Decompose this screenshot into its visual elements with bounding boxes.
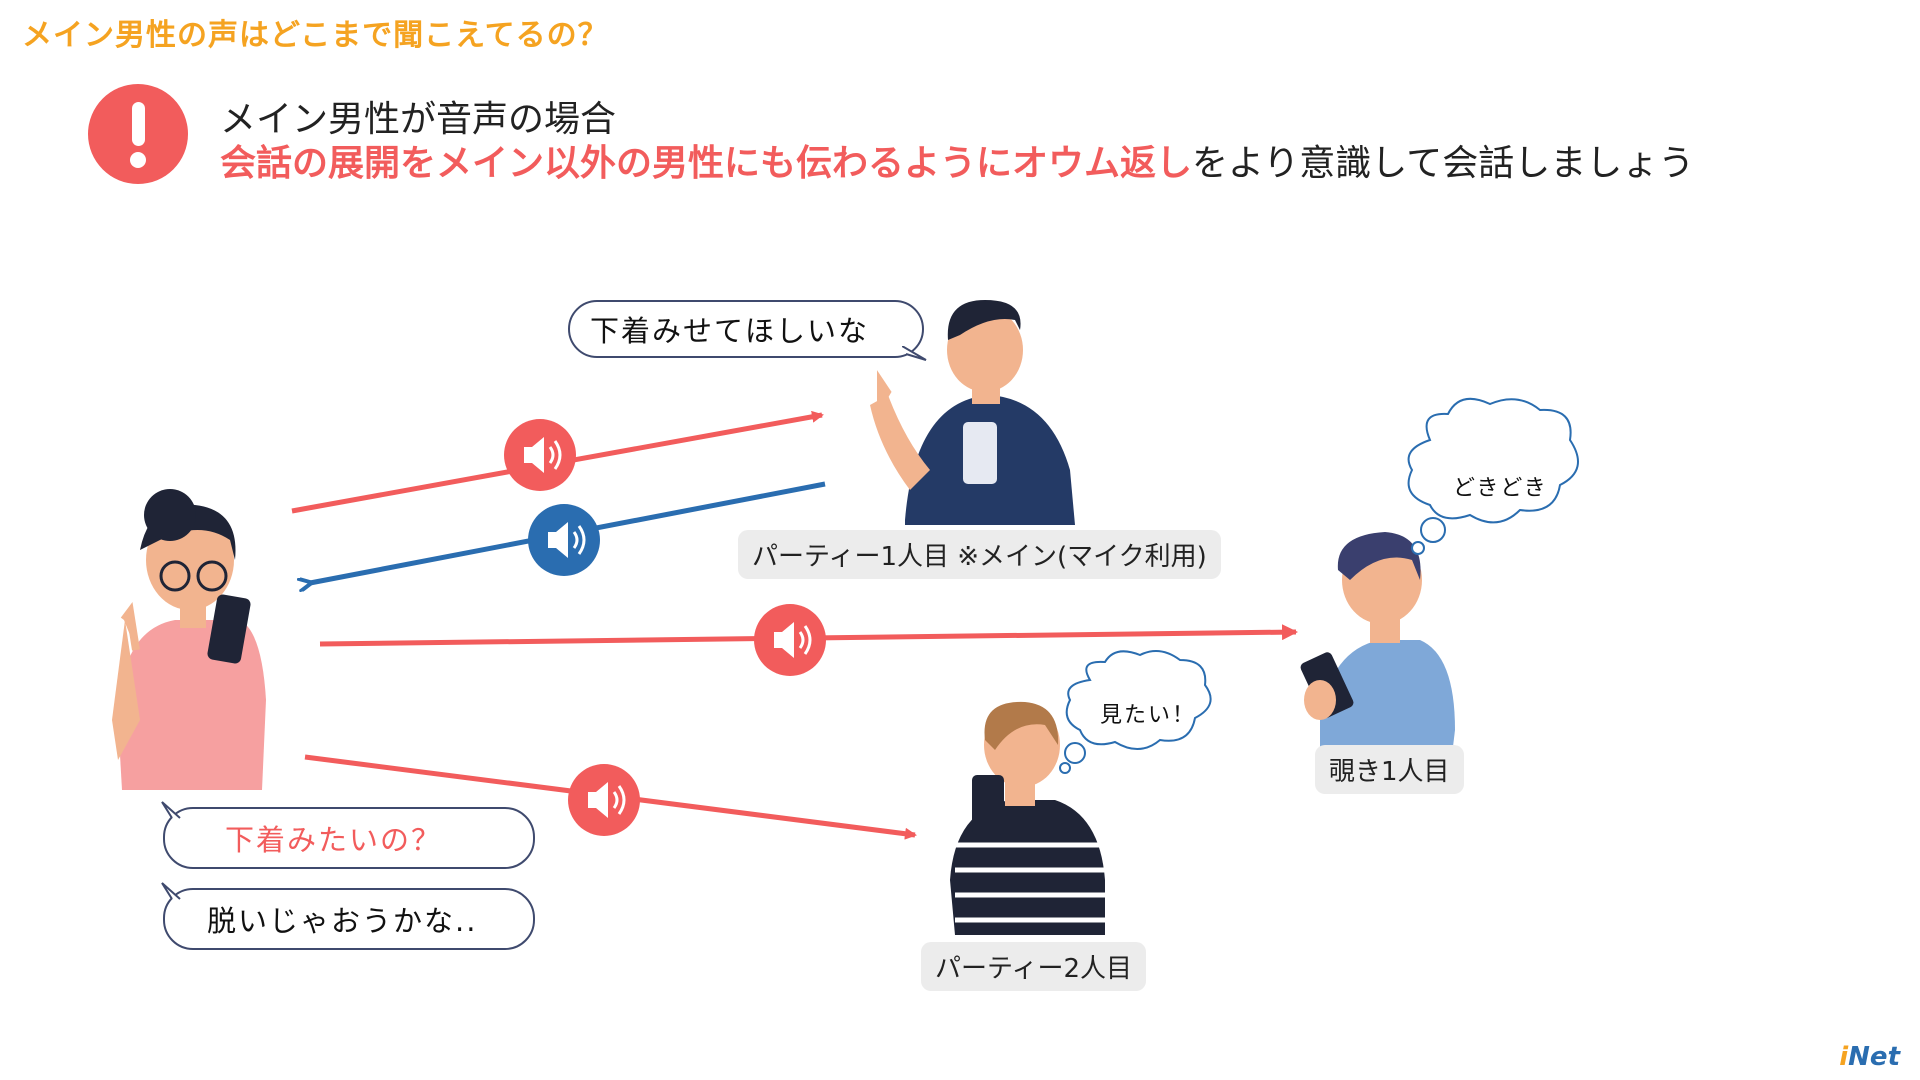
speech-bubble-main-man: 下着みせてほしいな	[568, 300, 924, 358]
page-title: メイン男性の声はどこまで聞こえてるの？	[22, 18, 609, 53]
speech-tail	[161, 882, 181, 900]
party2-illustration	[950, 701, 1105, 935]
speech-bubble-woman-repeat: 下着みたいの？	[163, 807, 535, 869]
speech-text: 下着みせてほしいな	[590, 314, 870, 348]
speaker-icon	[526, 502, 602, 578]
alert-icon	[88, 84, 188, 184]
speaker-icon	[502, 417, 578, 493]
speech-text: 下着みたいの？	[225, 823, 443, 857]
speech-tail	[161, 801, 181, 819]
notice-line-2: 会話の展開をメイン以外の男性にも伝わるようにオウム返しをより意識して会話しましょ…	[220, 134, 1694, 186]
speech-text: 脱いじゃおうかな..	[207, 904, 478, 938]
notice-line-1: メイン男性が音声の場合	[220, 99, 617, 140]
speech-tail	[902, 346, 927, 361]
notice-rest: をより意識して会話しましょう	[1192, 143, 1695, 184]
label-party1: パーティー1人目 ※メイン(マイク利用)	[738, 530, 1221, 579]
speech-bubble-woman-reply: 脱いじゃおうかな..	[163, 888, 535, 950]
thought-cloud-party2	[1059, 650, 1212, 774]
main-man-illustration	[870, 300, 1075, 525]
notice-emphasis: 会話の展開をメイン以外の男性にも伝わるようにオウム返し	[220, 143, 1193, 184]
label-peeper: 覗き1人目	[1315, 745, 1464, 794]
logo-i: i	[1839, 1042, 1849, 1072]
speaker-icon	[752, 602, 828, 678]
thought-text-peeper: どきどき	[1453, 476, 1548, 501]
thought-text-party2: 見たい！	[1100, 703, 1197, 728]
peeper-illustration	[1300, 532, 1455, 755]
inet-logo: iNet	[1839, 1042, 1900, 1072]
label-party2: パーティー2人目	[921, 942, 1146, 991]
logo-net: Net	[1848, 1042, 1900, 1072]
thought-cloud-peeper	[1407, 397, 1579, 555]
woman-illustration	[112, 489, 266, 790]
speaker-icon	[566, 762, 642, 838]
